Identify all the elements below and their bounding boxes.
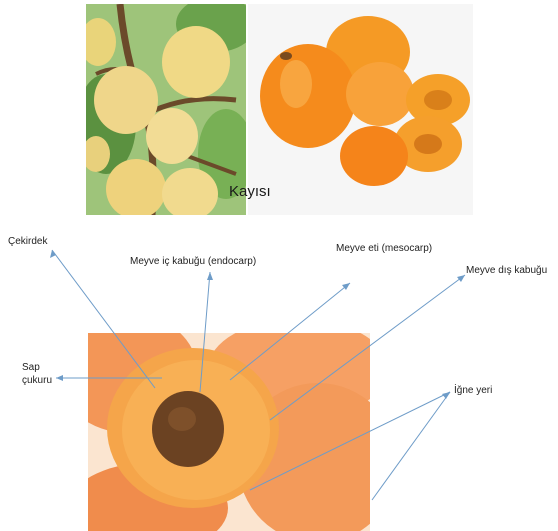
- label-stem-cavity-line2: çukuru: [22, 375, 52, 387]
- needle-site-arrowhead: [442, 392, 450, 399]
- endocarp-arrowhead: [207, 272, 213, 280]
- apricot-tree-photo: [86, 4, 246, 215]
- label-needle-site: İğne yeri: [454, 385, 492, 397]
- label-endocarp: Meyve iç kabuğu (endocarp): [130, 256, 256, 268]
- label-stem-cavity-line1: Sap: [22, 362, 40, 374]
- stem-cavity-arrowhead: [56, 375, 63, 381]
- needle-site-leader-line-2: [372, 392, 450, 500]
- caption-title: Kayısı: [229, 183, 271, 200]
- exocarp-arrowhead: [457, 275, 465, 282]
- fresh-and-dried-apricots-photo: [248, 4, 473, 215]
- label-seed: Çekirdek: [8, 236, 47, 248]
- mesocarp-arrowhead: [342, 283, 350, 290]
- label-mesocarp: Meyve eti (mesocarp): [336, 243, 432, 255]
- label-exocarp: Meyve dış kabuğu: [466, 265, 547, 277]
- seed-arrowhead: [50, 250, 56, 258]
- halved-apricot-photo: [88, 333, 370, 531]
